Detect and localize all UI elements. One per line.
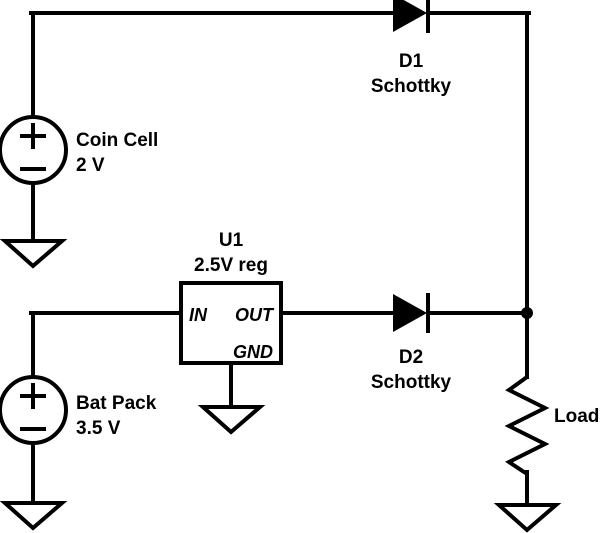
coin-cell-label-line1: Coin Cell (76, 130, 158, 151)
source-coin-cell (0, 115, 68, 245)
bat-pack-plus-icon (20, 383, 46, 409)
d2-refdes-label: D2 (399, 347, 423, 368)
u1-value-label: 2.5V reg (194, 255, 268, 276)
coin-cell-plus-icon (20, 123, 46, 149)
load-resistor-zigzag (504, 375, 550, 476)
bottom-rail-wiring (29, 311, 183, 379)
load-label: Load (554, 406, 599, 427)
gnd-triangle-u1 (197, 405, 266, 435)
u1-pin-out-label: OUT (235, 305, 275, 325)
ground-symbol-coin-cell (0, 239, 68, 269)
d1-refdes-label: D1 (399, 51, 424, 72)
u1-pin-gnd-label: GND (233, 342, 273, 362)
bat-pack-label-line1: Bat Pack (76, 393, 157, 414)
bat-pack-label-line2: 3.5 V (76, 418, 121, 439)
d1-value-label: Schottky (371, 76, 452, 97)
d2-value-label: Schottky (371, 372, 452, 393)
coin-cell-label-line2: 2 V (76, 155, 105, 176)
gnd-triangle-coin-cell (0, 239, 68, 269)
d2-anode-triangle (393, 294, 427, 332)
gnd-triangle-bat-pack (0, 501, 68, 531)
u1-pin-in-label: IN (189, 305, 208, 325)
gnd-triangle-load (493, 503, 562, 533)
ground-symbol-load (493, 503, 562, 533)
u1-refdes-label: U1 (219, 230, 244, 251)
diode-d2 (393, 293, 531, 333)
top-rail-wiring (29, 11, 531, 315)
ground-symbol-u1 (197, 405, 266, 435)
d1-anode-triangle (393, 0, 427, 32)
regulator-u1-block (179, 281, 397, 411)
load-resistor (504, 311, 550, 509)
source-bat-pack (0, 375, 68, 507)
diode-d1 (393, 0, 430, 33)
ground-symbol-bat-pack (0, 501, 68, 531)
